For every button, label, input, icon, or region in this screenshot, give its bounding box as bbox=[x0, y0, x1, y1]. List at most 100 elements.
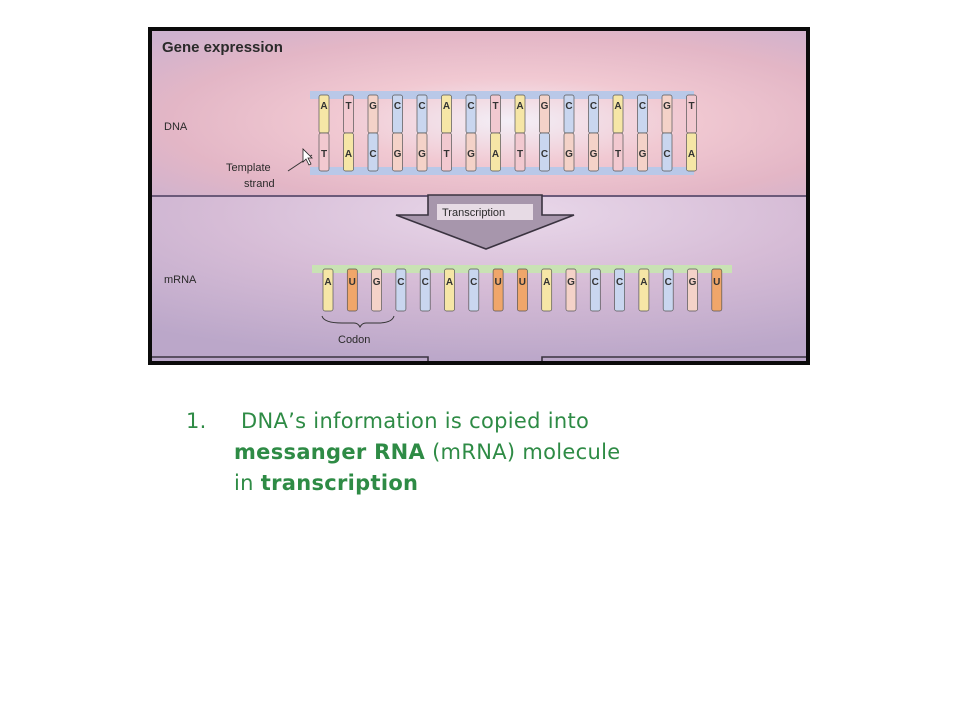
caption: 1. DNA’s information is copied into mess… bbox=[186, 406, 806, 499]
mrna-base-letter: U bbox=[349, 277, 356, 288]
mrna-base-bar bbox=[589, 268, 601, 312]
dna-top-base: G bbox=[539, 94, 550, 139]
mrna-base-bar bbox=[638, 268, 650, 312]
dna-template-base-letter: T bbox=[517, 149, 523, 160]
dna-template-base: T bbox=[441, 132, 452, 172]
mrna-base: C bbox=[419, 268, 431, 312]
dna-template-base: T bbox=[612, 132, 624, 172]
dna-top-base-letter: G bbox=[663, 101, 671, 112]
dna-template-base: T bbox=[318, 132, 330, 172]
mrna-base: A bbox=[322, 268, 334, 312]
mrna-base: C bbox=[395, 268, 407, 312]
dna-top-base: A bbox=[441, 94, 452, 139]
mrna-base-bar bbox=[346, 268, 358, 312]
dna-top-base-letter: G bbox=[369, 101, 377, 112]
dna-top-base: G bbox=[661, 94, 673, 139]
dna-template-base-letter: G bbox=[394, 149, 402, 160]
dna-template-base-bar bbox=[514, 132, 526, 172]
dna-top-base: T bbox=[686, 94, 697, 139]
dna-template-base: G bbox=[416, 132, 428, 172]
mrna-base-letter: C bbox=[592, 277, 599, 288]
dna-template-base: G bbox=[637, 132, 648, 172]
next-arrow-edge bbox=[152, 356, 806, 361]
caption-bold-mrna: messanger RNA bbox=[234, 440, 426, 464]
dna-top-base-letter: C bbox=[639, 101, 646, 112]
mrna-base-letter: G bbox=[373, 277, 381, 288]
dna-top-base: C bbox=[465, 94, 477, 139]
mrna-base-letter: A bbox=[640, 277, 647, 288]
dna-template-base-letter: A bbox=[345, 149, 352, 160]
mrna-base-letter: C bbox=[397, 277, 404, 288]
dna-template-base: G bbox=[392, 132, 403, 172]
template-label: Template bbox=[226, 162, 271, 174]
caption-bold-transcription: transcription bbox=[260, 471, 419, 495]
dna-top-base: C bbox=[563, 94, 575, 139]
mrna-base-bar bbox=[687, 268, 698, 312]
mrna-base-bar bbox=[444, 268, 455, 312]
mrna-base: A bbox=[541, 268, 553, 312]
dna-top-base: T bbox=[490, 94, 501, 139]
mrna-base-bar bbox=[541, 268, 553, 312]
dna-template-base: G bbox=[563, 132, 575, 172]
mrna-base: A bbox=[638, 268, 650, 312]
dna-top-base: A bbox=[318, 94, 330, 139]
mrna-base: G bbox=[565, 268, 577, 312]
dna-template-base-bar bbox=[686, 132, 697, 172]
dna-template-base-letter: T bbox=[443, 149, 449, 160]
mrna-base: C bbox=[662, 268, 674, 312]
dna-top-base: A bbox=[514, 94, 526, 139]
dna-top-base: C bbox=[588, 94, 599, 139]
dna-template-base-letter: G bbox=[418, 149, 426, 160]
mrna-base-bar bbox=[614, 268, 625, 312]
mrna-base-bar bbox=[419, 268, 431, 312]
mrna-base: U bbox=[492, 268, 504, 312]
dna-top-base: T bbox=[343, 94, 354, 139]
dna-template-base-letter: G bbox=[565, 149, 573, 160]
mrna-base-bar bbox=[468, 268, 480, 312]
dna-template-base-bar bbox=[539, 132, 550, 172]
dna-template-base: G bbox=[588, 132, 599, 172]
mrna-base-letter: C bbox=[470, 277, 477, 288]
dna-top-base-letter: A bbox=[320, 101, 327, 112]
mrna-base-letter: C bbox=[665, 277, 672, 288]
mrna-base-bar bbox=[322, 268, 334, 312]
mrna-base: C bbox=[468, 268, 480, 312]
dna-template-base-bar bbox=[563, 132, 575, 172]
dna-template-base-bar bbox=[416, 132, 428, 172]
dna-template-base-letter: C bbox=[663, 149, 670, 160]
mrna-base-letter: U bbox=[713, 277, 720, 288]
dna-top-base: C bbox=[392, 94, 403, 139]
mrna-base-letter: G bbox=[567, 277, 575, 288]
dna-template-base: G bbox=[465, 132, 477, 172]
mrna-base-letter: U bbox=[494, 277, 501, 288]
dna-template-base-bar bbox=[343, 132, 354, 172]
mrna-base-bar bbox=[711, 268, 723, 312]
mrna-base: U bbox=[711, 268, 723, 312]
dna-template-base-letter: G bbox=[590, 149, 598, 160]
figure-canvas: Gene expression DNA Template strand Tran… bbox=[152, 31, 806, 361]
strand-label: strand bbox=[244, 178, 275, 190]
mrna-base-letter: A bbox=[324, 277, 331, 288]
dna-template-base-bar bbox=[465, 132, 477, 172]
dna-top-base-letter: A bbox=[443, 101, 450, 112]
dna-top-base-letter: A bbox=[516, 101, 523, 112]
dna-top-base: C bbox=[416, 94, 428, 139]
cursor-icon bbox=[302, 148, 313, 166]
caption-text-2: (mRNA) molecule bbox=[425, 440, 621, 464]
dna-template-base-letter: T bbox=[615, 149, 621, 160]
dna-top-base-letter: A bbox=[614, 101, 621, 112]
gene-expression-figure: Gene expression DNA Template strand Tran… bbox=[148, 27, 810, 365]
caption-text-1: DNA’s information is copied into bbox=[234, 409, 590, 433]
dna-template-base-bar bbox=[392, 132, 403, 172]
mrna-base: A bbox=[444, 268, 455, 312]
dna-top-base-letter: T bbox=[492, 101, 498, 112]
transcription-label: Transcription bbox=[442, 207, 505, 219]
dna-top-base: C bbox=[637, 94, 648, 139]
dna-top-base: A bbox=[612, 94, 624, 139]
dna-template-base: A bbox=[343, 132, 354, 172]
dna-label: DNA bbox=[164, 121, 188, 133]
dna-top-base-letter: C bbox=[467, 101, 474, 112]
dna-template-base: C bbox=[367, 132, 379, 172]
